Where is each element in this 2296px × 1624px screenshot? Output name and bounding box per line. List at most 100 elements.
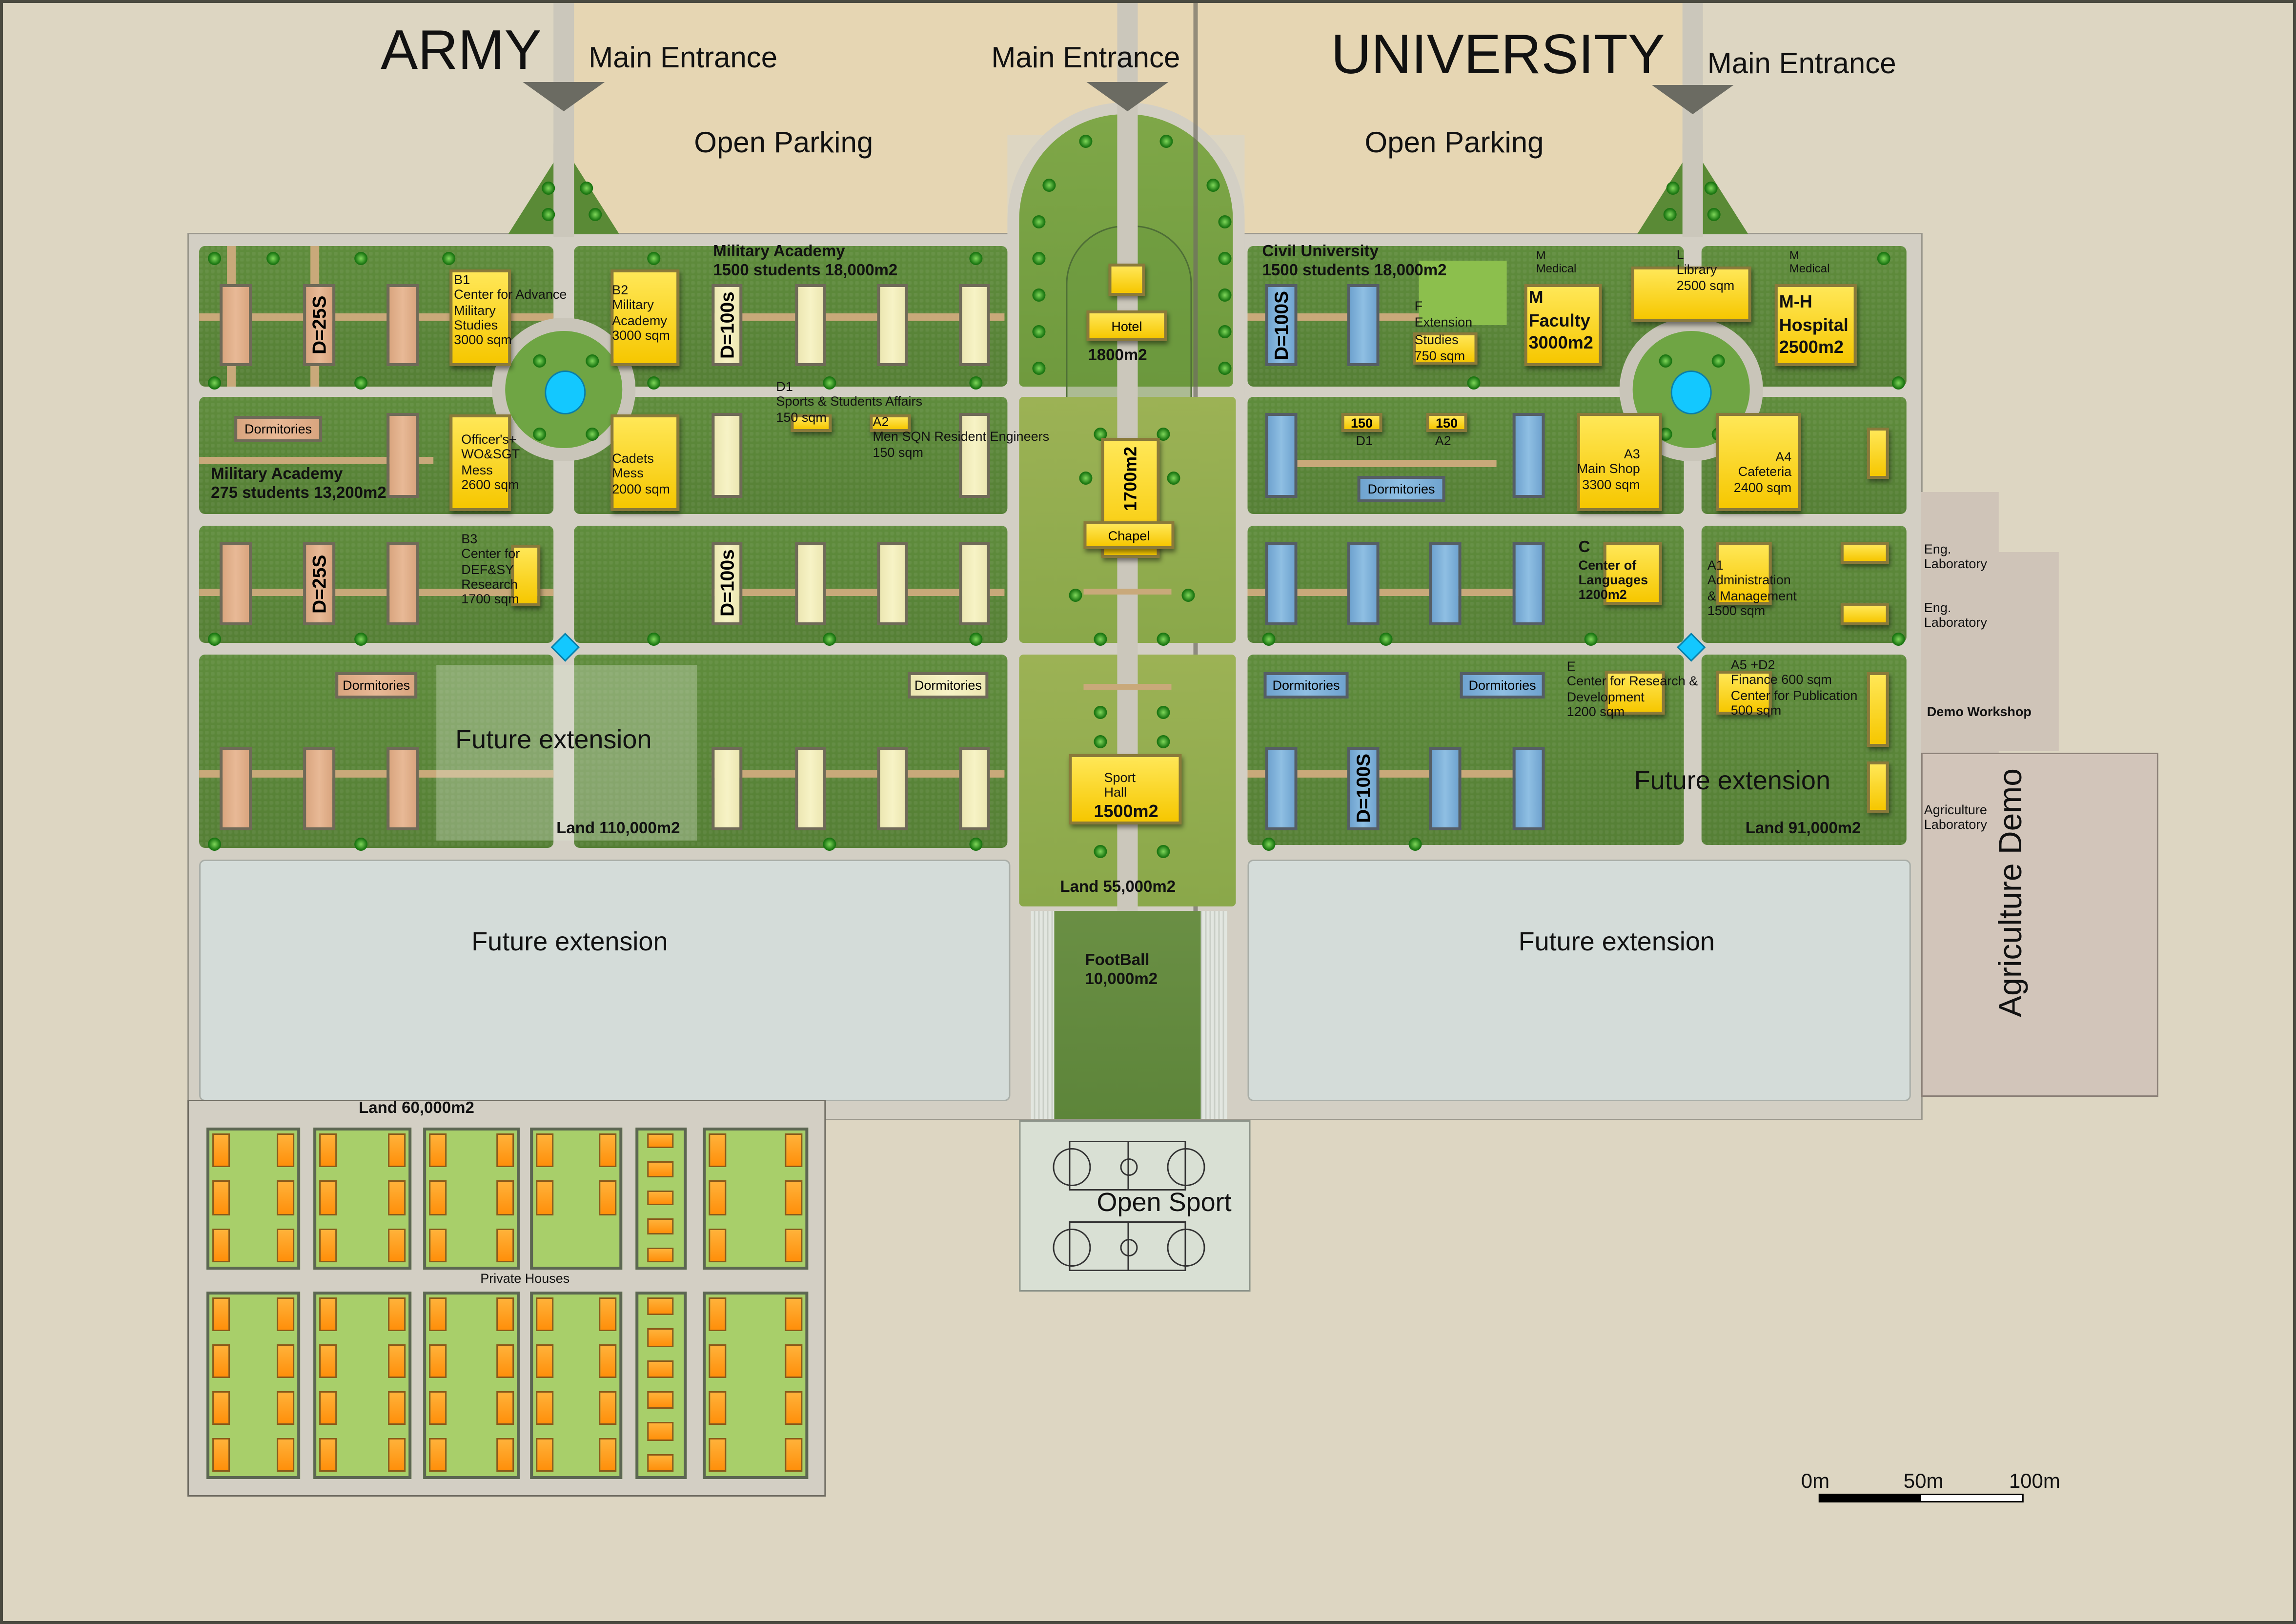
army-future-extension-zone <box>199 860 1011 1101</box>
cadets-name: Cadets <box>612 451 654 466</box>
academy2-title: Military Academy <box>211 466 343 483</box>
private-house <box>496 1297 514 1331</box>
cadets-name-2: Mess <box>612 466 644 481</box>
a3-area: 3300 sqm <box>1582 477 1640 492</box>
tree-icon <box>969 252 983 265</box>
army-dorm-d25-building: D=25S <box>303 542 336 625</box>
library-building <box>1631 267 1751 322</box>
tree-icon <box>1666 182 1680 195</box>
private-house <box>319 1133 337 1168</box>
army-dorm-d25-building: D=25S <box>303 284 336 366</box>
dormitories-label: Dormitories <box>1367 482 1435 496</box>
tree-icon <box>542 208 555 221</box>
army-class-building <box>959 284 990 366</box>
medical-name: Medical <box>1789 262 1830 276</box>
footpath <box>711 770 1005 778</box>
a2-150-building: 150 <box>1426 413 1467 432</box>
entrance-road-left-cut <box>553 144 574 237</box>
university-title: UNIVERSITY <box>1331 25 1665 86</box>
d1-150-building: 150 <box>1341 413 1382 432</box>
sport-hall-area: 1500m2 <box>1094 801 1158 822</box>
hotel-building: Hotel <box>1086 310 1167 341</box>
private-house <box>212 1133 230 1168</box>
tree-icon <box>1042 179 1056 192</box>
tree-icon <box>208 376 222 390</box>
private-house <box>785 1228 803 1262</box>
private-house <box>496 1133 514 1168</box>
hospital-building <box>1774 284 1857 366</box>
footpath <box>199 770 554 778</box>
tree-icon <box>1218 362 1232 375</box>
private-house <box>388 1391 406 1425</box>
a3-name: Main Shop <box>1577 462 1640 477</box>
f-area: 750 sqm <box>1414 348 1465 363</box>
a5-area: 500 sqm <box>1730 703 1782 718</box>
b2-name-2: Academy <box>612 313 667 328</box>
army-dormitories-building: Dormitories <box>908 672 989 699</box>
b3-name-3: Research <box>461 577 518 592</box>
tree-icon <box>1262 838 1276 851</box>
a1-name: Administration <box>1707 573 1791 588</box>
c-name-2: Languages <box>1578 572 1648 587</box>
d1-code-label: D1 <box>1356 433 1373 448</box>
entrance-arrow-left-icon <box>523 82 605 111</box>
army-class-building <box>711 747 743 830</box>
university-dorm-building <box>1347 542 1380 625</box>
army-dormitories-building: Dormitories <box>335 672 418 699</box>
tree-icon <box>354 838 368 851</box>
university-future-extension-lower-label: Future extension <box>1518 927 1715 956</box>
scale-label-0: 0m <box>1801 1469 1830 1492</box>
private-house <box>647 1190 674 1206</box>
dormitories-label: Dormitories <box>244 422 312 436</box>
private-house <box>599 1133 617 1168</box>
university-stats: 1500 students 18,000m2 <box>1262 261 1447 279</box>
a1-area: 1500 sqm <box>1707 603 1766 618</box>
tree-icon <box>1663 208 1677 221</box>
tree-icon <box>208 633 222 646</box>
library-name: Library <box>1676 263 1717 278</box>
university-dorm-building <box>1265 542 1298 625</box>
tree-icon <box>1157 706 1170 719</box>
private-house <box>277 1297 295 1331</box>
b3-building <box>511 545 541 606</box>
private-house <box>709 1133 727 1168</box>
entrance-road-right-cut <box>1682 144 1703 237</box>
private-house <box>496 1438 514 1472</box>
private-house <box>319 1391 337 1425</box>
private-house <box>599 1180 617 1215</box>
private-house <box>429 1228 447 1262</box>
b3-name: Center for <box>461 547 520 562</box>
private-house <box>536 1391 554 1425</box>
main-entrance-left-label: Main Entrance <box>589 42 778 75</box>
chapel-area-box: 1700m2 <box>1104 441 1157 517</box>
c-area: 1200m2 <box>1578 587 1627 602</box>
tree-icon <box>1032 288 1046 302</box>
e-name: Center for Research & <box>1566 674 1698 689</box>
d1-code: D1 <box>776 379 793 394</box>
dormitories-label: Dormitories <box>343 678 410 693</box>
academy2-stats: 275 students 13,200m2 <box>211 484 386 502</box>
private-house <box>429 1180 447 1215</box>
footpath <box>1083 684 1172 690</box>
d1-area: 150 sqm <box>776 410 827 425</box>
footpath <box>1291 460 1497 467</box>
center-land-label: Land 55,000m2 <box>1060 879 1176 896</box>
private-house <box>319 1438 337 1472</box>
b1-name-2: Military <box>454 303 496 318</box>
private-house <box>647 1391 674 1409</box>
d1-sports-building <box>791 414 832 432</box>
chapel-label: Chapel <box>1108 528 1150 543</box>
tree-icon <box>1181 589 1195 602</box>
university-dorm-d100-building: D=100S <box>1347 747 1380 830</box>
tree-icon <box>1069 589 1082 602</box>
tree-icon <box>969 633 983 646</box>
footpath <box>1083 589 1172 595</box>
a2-name: Men SQN Resident Engineers <box>873 430 1050 445</box>
